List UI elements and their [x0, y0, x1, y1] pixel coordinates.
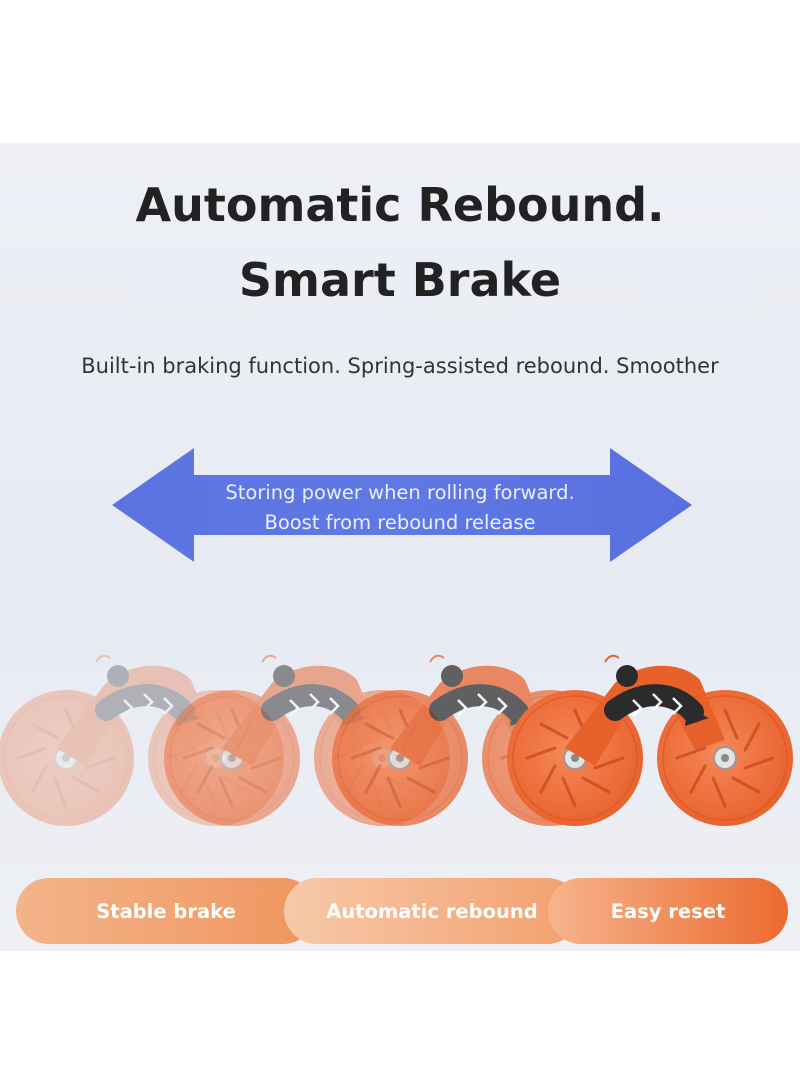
double-arrow-icon [112, 448, 692, 562]
feature-pill-label: Stable brake [96, 899, 236, 923]
feature-pill-label: Easy reset [610, 899, 726, 923]
arrow-text-line-2: Boost from rebound release [264, 511, 536, 534]
headline-line-2: Smart Brake [238, 253, 562, 307]
feature-pill-label: Automatic rebound [326, 899, 538, 923]
arrow-text-line-1: Storing power when rolling forward. [225, 481, 575, 504]
ab-roller-sequence [0, 638, 800, 838]
headline-line-1: Automatic Rebound. [135, 178, 665, 232]
feature-pill-stable-brake: Stable brake [16, 878, 316, 944]
feature-pill-easy-reset: Easy reset [548, 878, 788, 944]
product-banner: Automatic Rebound. Smart Brake Built-in … [0, 143, 800, 951]
feature-subtitle: Built-in braking function. Spring-assist… [81, 354, 719, 378]
feature-pill-automatic-rebound: Automatic rebound [284, 878, 580, 944]
